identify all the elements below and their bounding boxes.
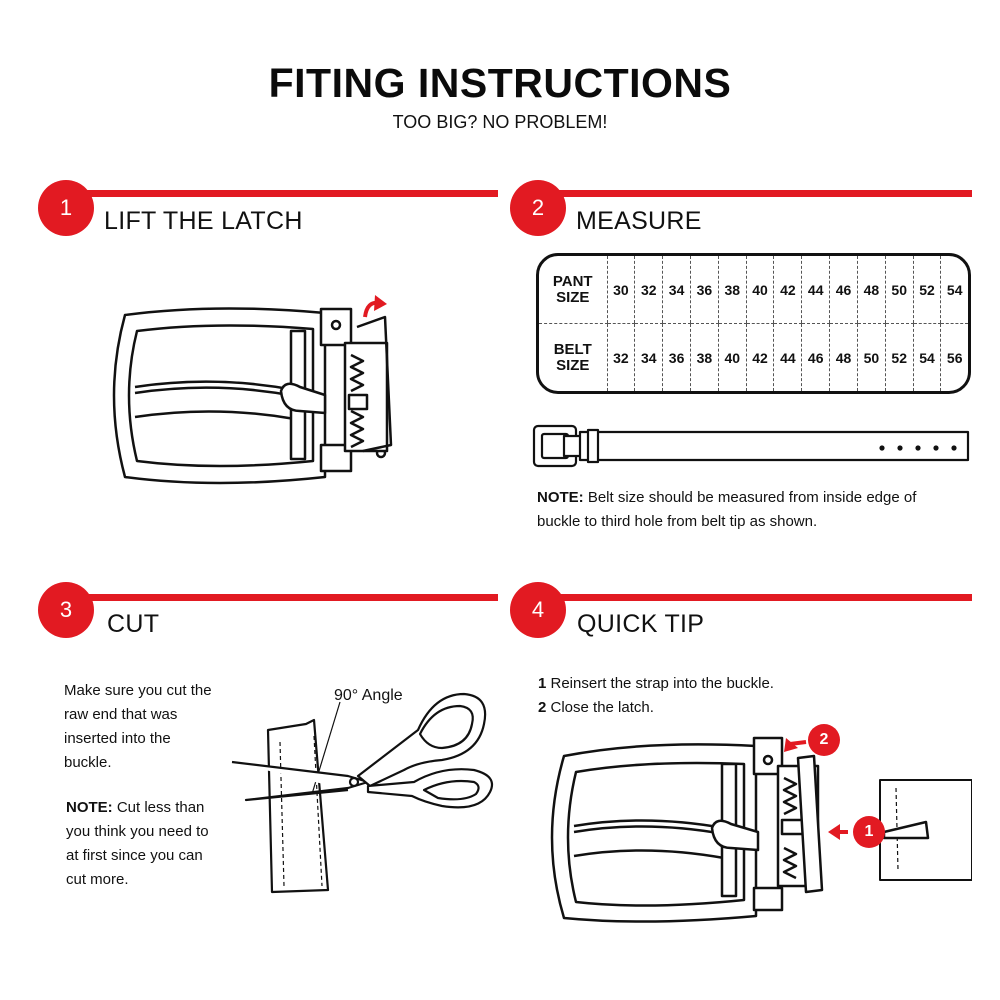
- buckle-lift-latch-illustration: [112, 295, 393, 485]
- cut-text-line: raw end that was: [64, 706, 178, 723]
- step-4-title: QUICK TIP: [577, 610, 705, 638]
- belt-size-cell: 38: [689, 323, 719, 391]
- pant-size-cell: 46: [829, 256, 858, 324]
- quick-tip-item1-text: Reinsert the strap into the buckle.: [546, 675, 774, 692]
- cut-note-line: at first since you can: [66, 847, 203, 864]
- size-chart-table: PANT SIZE 30 32 34 36 38 40 42 44 46 48 …: [536, 253, 971, 394]
- step-1-title: LIFT THE LATCH: [104, 207, 303, 235]
- measure-note-label: NOTE:: [537, 489, 584, 506]
- belt-size-cell: 52: [884, 323, 914, 391]
- belt-size-cell: 42: [745, 323, 774, 391]
- pant-size-cell: 48: [856, 256, 886, 324]
- belt-label-line2: SIZE: [556, 356, 590, 374]
- cut-note-line: you think you need to: [66, 823, 209, 840]
- cut-text-line: Make sure you cut the: [64, 682, 212, 699]
- step-1-badge: 1: [38, 180, 94, 236]
- pant-size-cell: 32: [634, 256, 663, 324]
- pant-size-cell: 54: [940, 256, 968, 324]
- belt-size-cell: 44: [773, 323, 802, 391]
- pant-size-cell: 42: [773, 256, 802, 324]
- quick-tip-list: 1 Reinsert the strap into the buckle. 2 …: [538, 672, 958, 720]
- belt-size-cell: 48: [829, 323, 858, 391]
- pant-size-cell: 34: [662, 256, 691, 324]
- quick-tip-marker-2: 2: [819, 731, 829, 748]
- step-4-badge: 4: [510, 582, 566, 638]
- pant-size-cell: 52: [912, 256, 941, 324]
- cut-angle-label: 90° Angle: [334, 687, 403, 704]
- measure-note-line2: buckle to third hole from belt tip as sh…: [537, 513, 818, 530]
- cut-note: NOTE: Cut less than you think you need t…: [66, 796, 266, 892]
- belt-size-cell: 34: [634, 323, 663, 391]
- cut-text-line: inserted into the: [64, 730, 171, 747]
- step-4-divider: [534, 594, 972, 601]
- step-3-divider: [62, 594, 498, 601]
- cut-instructions: Make sure you cut the raw end that was i…: [64, 679, 264, 775]
- step-2-title: MEASURE: [576, 207, 702, 235]
- scissors-cut-illustration: [231, 692, 494, 894]
- belt-size-row: BELT SIZE 32 34 36 38 40 42 44 46 48 50 …: [539, 323, 968, 392]
- step-1-divider: [62, 190, 498, 197]
- page-subtitle: TOO BIG? NO PROBLEM!: [392, 112, 608, 132]
- belt-size-cell: 50: [856, 323, 886, 391]
- step-2-divider: [534, 190, 972, 197]
- step-3-title: CUT: [107, 610, 160, 638]
- measure-note-line1: Belt size should be measured from inside…: [583, 489, 917, 506]
- belt-size-label: BELT SIZE: [539, 324, 607, 392]
- belt-size-cell: 46: [801, 323, 830, 391]
- buckle-reinsert-illustration: [550, 724, 972, 923]
- pant-size-cell: 50: [884, 256, 914, 324]
- pant-label-line1: PANT: [552, 272, 593, 290]
- pant-size-label: PANT SIZE: [539, 256, 607, 324]
- step-3-badge: 3: [38, 582, 94, 638]
- belt-size-cell: 36: [662, 323, 691, 391]
- quick-tip-item2-text: Close the latch.: [546, 699, 654, 716]
- pant-size-cell: 36: [689, 256, 719, 324]
- belt-size-cell: 56: [940, 323, 968, 391]
- cut-note-line: cut more.: [66, 871, 129, 888]
- belt-label-line1: BELT: [553, 340, 592, 358]
- belt-measure-illustration: [532, 424, 970, 468]
- pant-size-cell: 40: [745, 256, 774, 324]
- pant-size-cell: 44: [801, 256, 830, 324]
- pant-size-cell: 30: [606, 256, 635, 324]
- belt-size-cell: 54: [912, 323, 941, 391]
- quick-tip-marker-1: 1: [864, 823, 874, 840]
- cut-note-label: NOTE:: [66, 799, 113, 816]
- quick-tip-item1-num: 1: [538, 675, 547, 692]
- step-2-badge: 2: [510, 180, 566, 236]
- page-title: FITING INSTRUCTIONS: [268, 60, 732, 106]
- belt-size-cell: 40: [717, 323, 747, 391]
- pant-size-row: PANT SIZE 30 32 34 36 38 40 42 44 46 48 …: [539, 256, 968, 324]
- cut-text-line: buckle.: [64, 754, 112, 771]
- quick-tip-item2-num: 2: [538, 699, 547, 716]
- pant-size-cell: 38: [717, 256, 747, 324]
- measure-note: NOTE: Belt size should be measured from …: [537, 486, 977, 534]
- cut-note-line: Cut less than: [112, 799, 205, 816]
- belt-size-cell: 32: [606, 323, 635, 391]
- pant-label-line2: SIZE: [556, 288, 590, 306]
